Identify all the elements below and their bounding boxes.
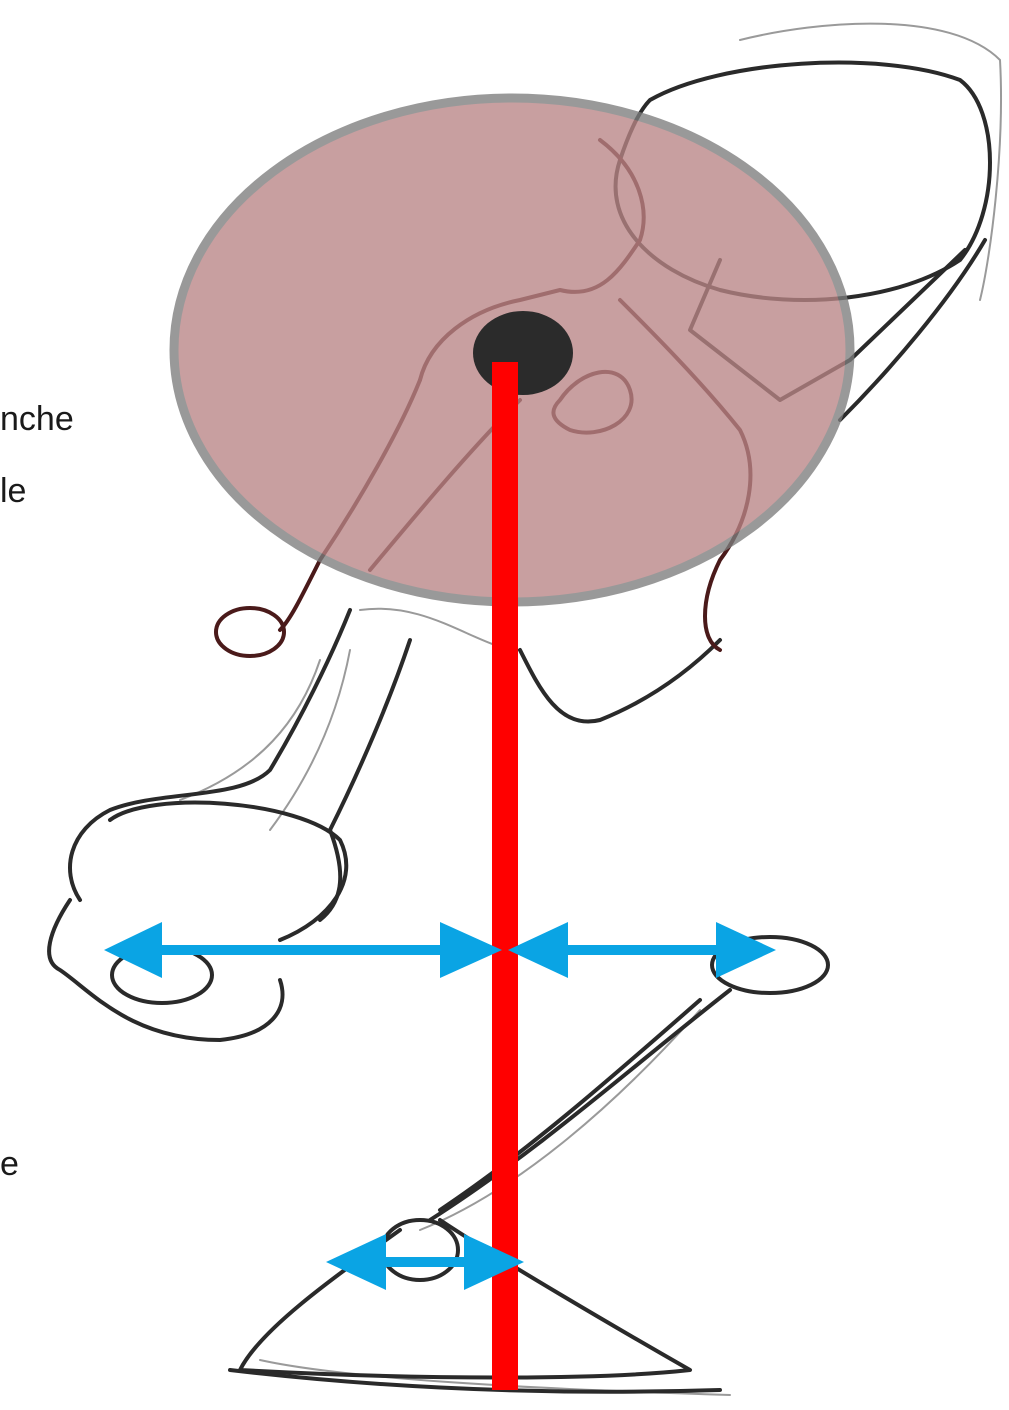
tibia-inner	[440, 1000, 700, 1210]
back-line	[840, 240, 985, 420]
pelvis-underside	[520, 640, 720, 722]
center-of-mass-dot	[473, 311, 573, 395]
cropped-text-fragment-3: e	[0, 1147, 19, 1181]
lesser-trochanter	[216, 608, 284, 656]
femur-back	[320, 640, 410, 920]
femur-front	[70, 610, 350, 900]
arrow-head-left	[326, 1234, 386, 1290]
knee-lever-arrow-right	[508, 922, 776, 978]
cropped-text-fragment-2: le	[0, 474, 26, 508]
shading-femur-2	[270, 650, 350, 830]
shading-femur-1	[180, 660, 320, 800]
femoral-condyle	[110, 803, 346, 940]
arrow-head-right	[716, 922, 776, 978]
lever-arm-arrows	[104, 922, 776, 1290]
plumb-line	[492, 362, 518, 1390]
cropped-text-fragment-1: nche	[0, 402, 74, 436]
knee-lower	[49, 900, 282, 1040]
